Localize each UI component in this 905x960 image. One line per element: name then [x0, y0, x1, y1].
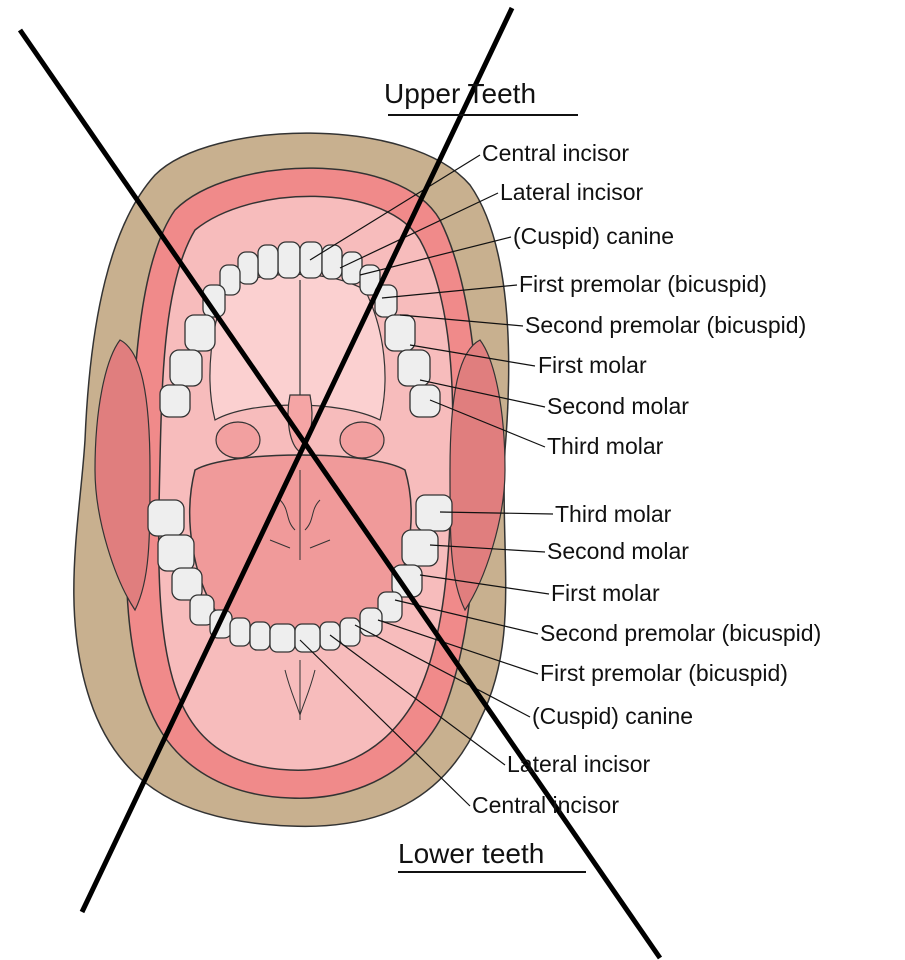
- lower-tooth: [158, 535, 194, 571]
- upper-teeth-title: Upper Teeth: [384, 80, 536, 108]
- lower-tooth: [148, 500, 184, 536]
- upper-tooth: [238, 252, 258, 284]
- left-tonsil: [216, 422, 260, 458]
- lower-tooth: [402, 530, 438, 566]
- upper-tooth: [160, 385, 190, 417]
- lower-tooth: [230, 618, 250, 646]
- lower-label-canine: (Cuspid) canine: [532, 705, 693, 728]
- upper-tooth: [170, 350, 202, 386]
- upper-label-central-incisor: Central incisor: [482, 142, 629, 165]
- upper-label-canine: (Cuspid) canine: [513, 225, 674, 248]
- lower-label-first-molar: First molar: [551, 582, 660, 605]
- lower-label-third-molar: Third molar: [555, 503, 671, 526]
- lower-tooth: [250, 622, 270, 650]
- upper-tooth: [278, 242, 300, 278]
- lower-tooth: [416, 495, 452, 531]
- upper-label-second-molar: Second molar: [547, 395, 689, 418]
- lower-tooth: [340, 618, 360, 646]
- lower-label-central-incisor: Central incisor: [472, 794, 619, 817]
- upper-tooth: [258, 245, 278, 279]
- upper-label-second-premolar: Second premolar (bicuspid): [525, 314, 806, 337]
- upper-label-first-molar: First molar: [538, 354, 647, 377]
- upper-tooth: [410, 385, 440, 417]
- lower-label-lateral-incisor: Lateral incisor: [507, 753, 650, 776]
- lower-teeth-title: Lower teeth: [398, 840, 544, 868]
- lower-title-underline: [398, 871, 586, 873]
- upper-tooth: [185, 315, 215, 351]
- lower-label-second-molar: Second molar: [547, 540, 689, 563]
- upper-tooth: [342, 252, 362, 284]
- upper-label-lateral-incisor: Lateral incisor: [500, 181, 643, 204]
- upper-label-third-molar: Third molar: [547, 435, 663, 458]
- right-tonsil: [340, 422, 384, 458]
- lower-label-first-premolar: First premolar (bicuspid): [540, 662, 788, 685]
- upper-title-underline: [388, 114, 578, 116]
- lower-label-second-premolar: Second premolar (bicuspid): [540, 622, 821, 645]
- lower-tooth: [270, 624, 295, 652]
- lower-tooth: [360, 608, 382, 636]
- lower-tooth: [320, 622, 340, 650]
- upper-label-first-premolar: First premolar (bicuspid): [519, 273, 767, 296]
